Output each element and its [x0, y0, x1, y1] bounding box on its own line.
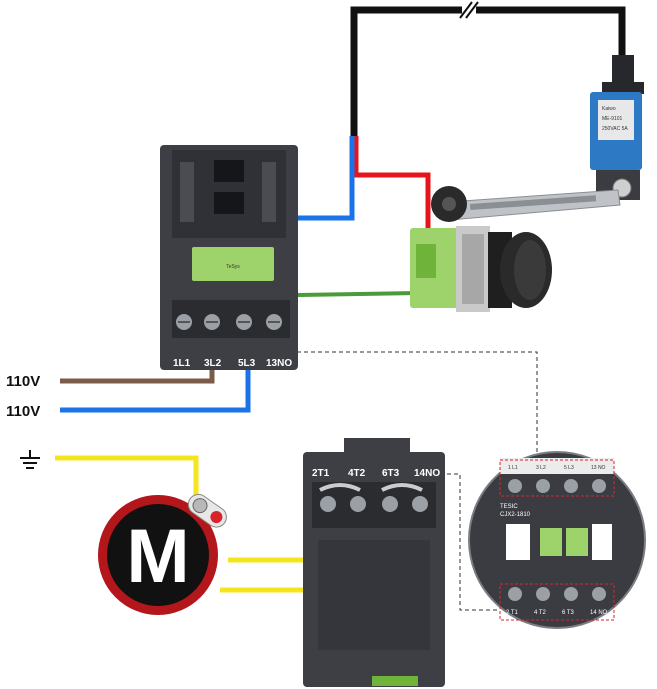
bottom-terminal-14no: 14NO — [414, 468, 440, 479]
detail-top-terminal-3: 5 L3 — [564, 465, 574, 471]
motor-symbol: M — [126, 514, 189, 599]
detail-bottom-terminal-2: 4 T2 — [534, 610, 547, 616]
ground-lug — [187, 493, 227, 528]
push-button-icon — [410, 226, 552, 312]
wire-break-icon — [459, 1, 479, 19]
ground-icon — [20, 450, 40, 469]
limit-switch-icon: Kaiwo ME-9101 250VAC 5A — [431, 55, 644, 222]
bottom-terminal-6t3: 6T3 — [382, 468, 400, 479]
reference-line-13no — [290, 351, 538, 458]
reference-line-14no — [440, 473, 500, 611]
limit-switch-label-1: Kaiwo — [602, 106, 616, 112]
detail-bottom-terminal-3: 6 T3 — [562, 610, 575, 616]
detail-model: CJX2-1810 — [500, 512, 531, 518]
ground-wire — [55, 455, 199, 495]
detail-brand: TESIC — [500, 504, 518, 510]
motor-icon: M — [98, 493, 227, 615]
svg-text:TeSys: TeSys — [226, 264, 240, 270]
bottom-terminal-2t1: 2T1 — [312, 468, 330, 479]
top-contactor-screws — [172, 300, 290, 338]
limit-switch-label-2: ME-9101 — [602, 116, 623, 122]
detail-top-terminal-1: 1 L1 — [508, 465, 518, 471]
bottom-terminal-4t2: 4T2 — [348, 468, 366, 479]
top-terminal-3l2: 3L2 — [204, 358, 222, 369]
supply-neutral-label: 110V — [6, 403, 40, 420]
bottom-contactor: 2T1 4T2 6T3 14NO — [303, 438, 445, 687]
black-wire — [350, 6, 626, 140]
top-contactor: TeSys 1L1 3L2 5L3 13NO — [160, 145, 298, 370]
detail-top-terminal-2: 3 L2 — [536, 465, 546, 471]
supply-phase-label: 110V — [6, 373, 40, 390]
top-terminal-13no: 13NO — [266, 358, 292, 369]
top-terminal-5l3: 5L3 — [238, 358, 256, 369]
detail-top-terminal-4: 13 NO — [591, 465, 606, 471]
top-terminal-1l1: 1L1 — [173, 358, 191, 369]
detail-bottom-terminal-4: 14 NO — [590, 610, 608, 616]
limit-switch-label-3: 250VAC 5A — [602, 126, 628, 132]
red-wire — [353, 136, 431, 238]
contactor-detail-view: 1 L1 3 L2 5 L3 13 NO TESIC CJX2-1810 2 T… — [468, 451, 646, 629]
detail-bottom-terminal-1: 2 T1 — [506, 610, 519, 616]
